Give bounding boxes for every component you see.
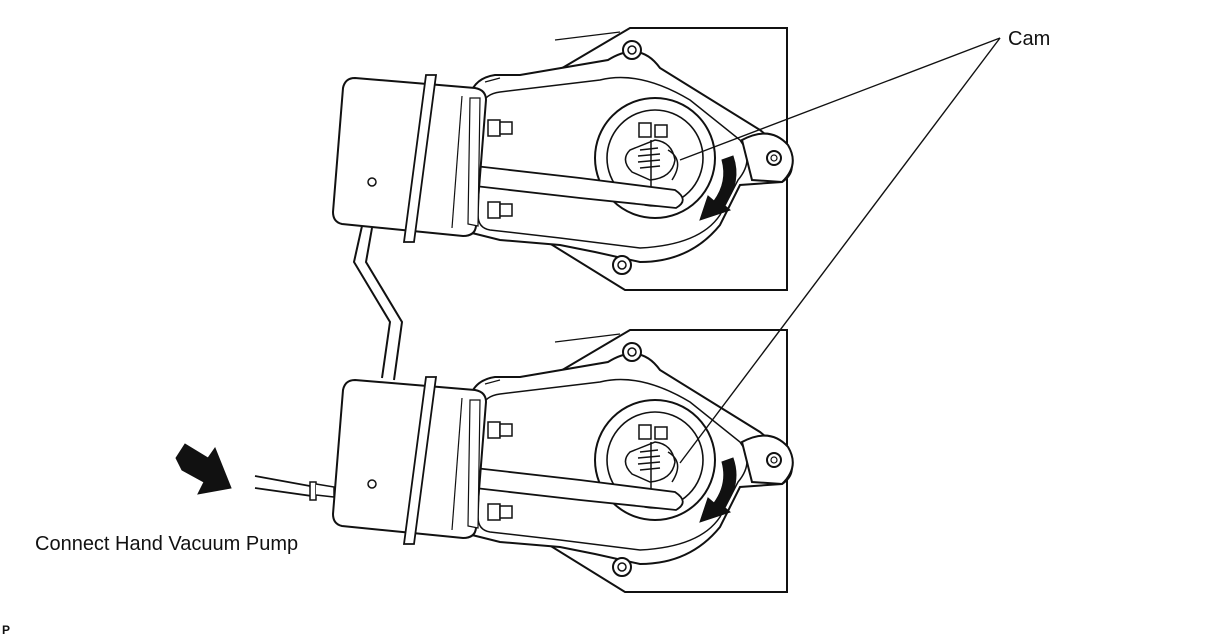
figure-code: P — [2, 623, 11, 637]
actuator-upper — [332, 27, 794, 291]
cam-callout-lines — [679, 37, 1001, 464]
actuator-lower — [332, 329, 794, 593]
flow-arrow-icon — [175, 443, 232, 495]
vacuum-hose — [352, 225, 404, 381]
cam-label: Cam — [1008, 28, 1051, 50]
pump-label: Connect Hand Vacuum Pump — [35, 533, 299, 555]
inlet-tube — [254, 475, 335, 501]
